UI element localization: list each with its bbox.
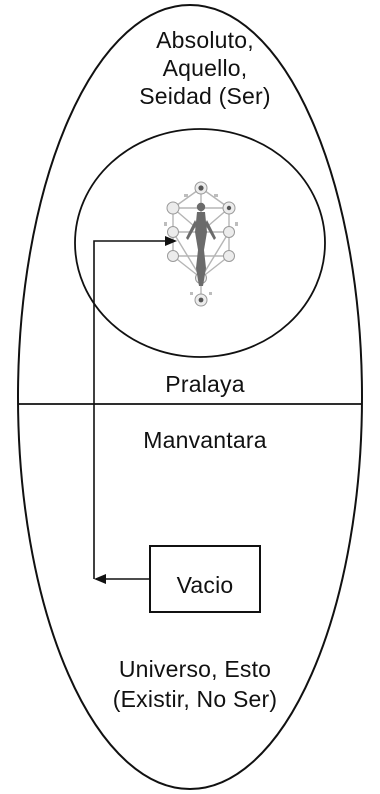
manvantara-label: Manvantara: [80, 426, 330, 454]
pralaya-label: Pralaya: [80, 370, 330, 398]
vacio-label: Vacio: [150, 552, 260, 618]
tree-of-life-figure-icon: [164, 182, 238, 306]
universo-label: Universo, Esto (Existir, No Ser): [75, 654, 315, 714]
absoluto-label: Absoluto, Aquello, Seidad (Ser): [110, 26, 300, 110]
vacio-connector-up-arrow: [94, 241, 175, 579]
